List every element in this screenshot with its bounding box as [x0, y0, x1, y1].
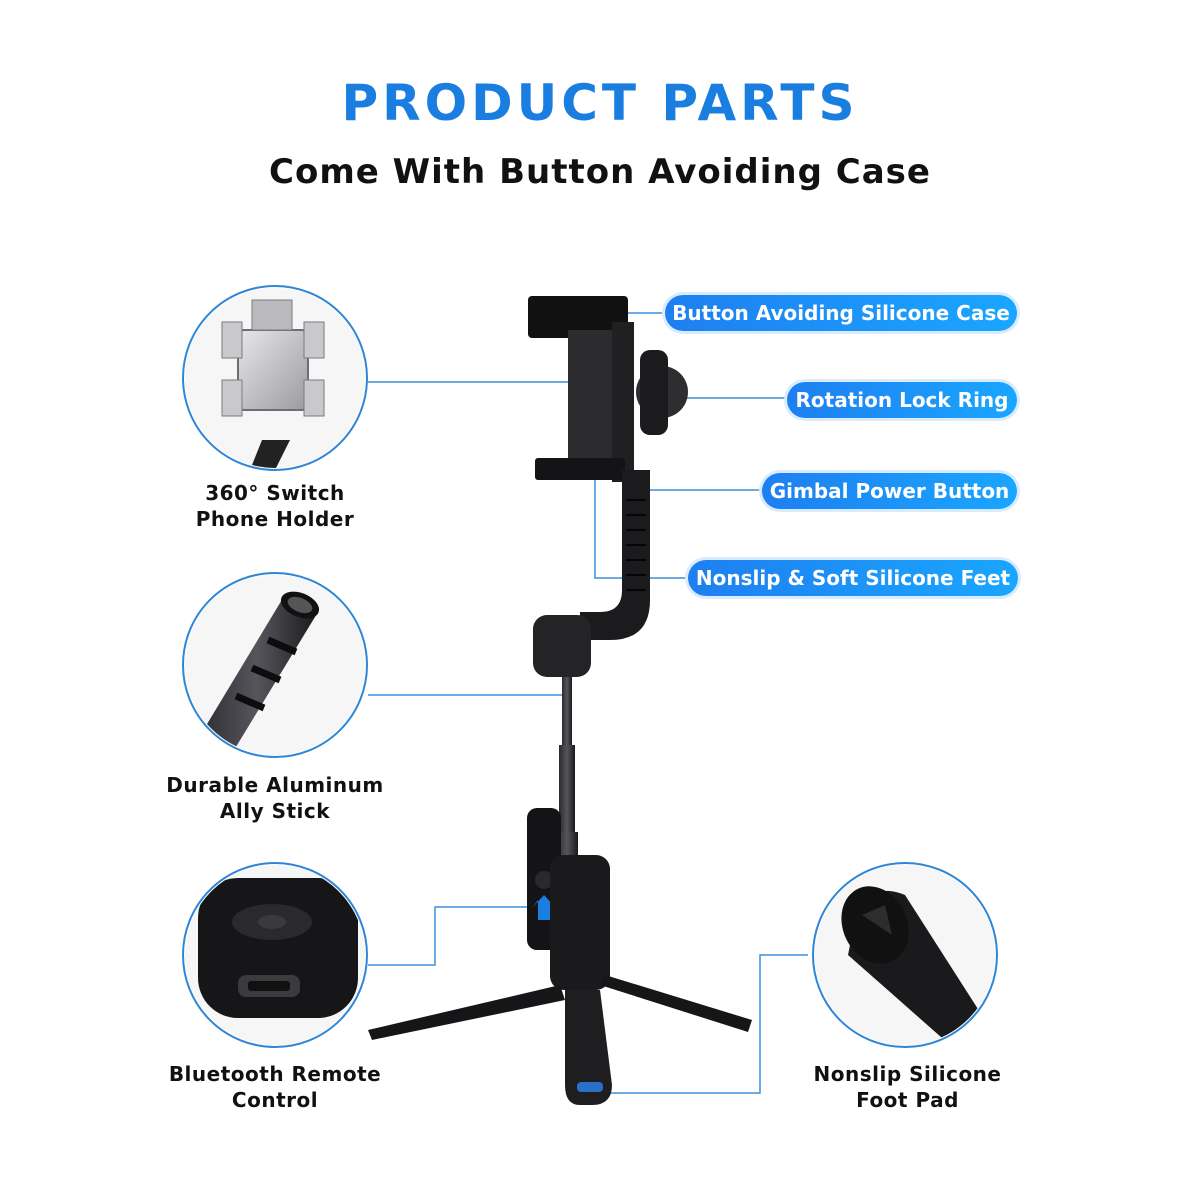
foot-pad-icon [812, 862, 998, 1048]
gimbal-stick-icon [368, 296, 752, 1105]
caption-line: Nonslip Silicone [813, 1062, 1002, 1086]
phone-holder-icon [182, 285, 368, 471]
callout-rotation-lock-ring: Rotation Lock Ring [787, 382, 1017, 418]
aluminum-stick-icon [182, 572, 368, 758]
callout-gimbal-power-button: Gimbal Power Button [762, 473, 1017, 509]
bluetooth-remote-icon [182, 862, 368, 1048]
caption-line: Ally Stick [219, 799, 331, 823]
callout-button-avoiding-silicone-case: Button Avoiding Silicone Case [665, 295, 1017, 331]
caption-phone-holder: 360° Switch Phone Holder [150, 480, 400, 532]
caption-line: Control [231, 1088, 319, 1112]
caption-line: Phone Holder [195, 507, 355, 531]
caption-foot-pad: Nonslip Silicone Foot Pad [775, 1061, 1040, 1113]
leader-lines [368, 312, 808, 1094]
caption-aluminum-stick: Durable Aluminum Ally Stick [140, 772, 410, 824]
page-subtitle: Come With Button Avoiding Case [269, 152, 931, 192]
page-title: PRODUCT PARTS [341, 74, 859, 132]
caption-bluetooth-remote: Bluetooth Remote Control [140, 1061, 410, 1113]
caption-line: Durable Aluminum [166, 773, 384, 797]
caption-line: Foot Pad [856, 1088, 959, 1112]
caption-line: Bluetooth Remote [168, 1062, 382, 1086]
caption-line: 360° Switch [205, 481, 345, 505]
callout-nonslip-soft-silicone-feet: Nonslip & Soft Silicone Feet [688, 560, 1018, 596]
